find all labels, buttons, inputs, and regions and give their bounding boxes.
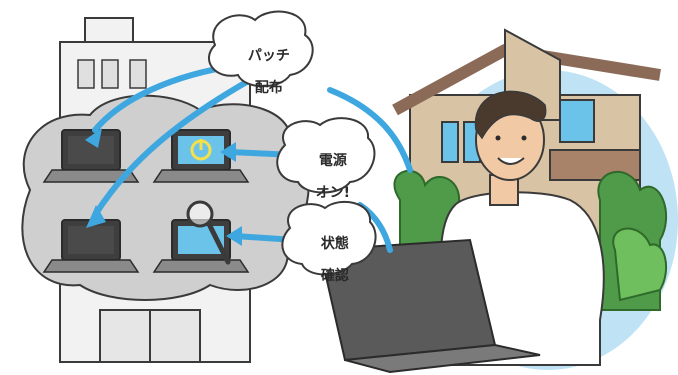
bubble-status-line1: 状態 <box>320 236 349 252</box>
data-arrows <box>92 62 413 253</box>
laptop-top-right <box>152 129 250 183</box>
bubble-patch-text: パッチ 配布 <box>236 32 292 96</box>
user-laptop <box>318 238 541 374</box>
bubble-patch-line1: パッチ <box>247 48 290 64</box>
arrow-heads <box>85 128 242 246</box>
bubble-power-text: 電源 オン! <box>300 137 356 201</box>
bubble-status-text: 状態 確認 <box>302 220 358 284</box>
laptop-top-left <box>42 129 140 183</box>
bubble-patch-line2: 配布 <box>254 80 283 96</box>
bubble-patch <box>208 10 314 88</box>
bubble-power-line2: オン! <box>315 185 351 201</box>
bubble-status <box>281 200 377 276</box>
magnifier-icon <box>186 200 231 265</box>
bubble-power-line1: 電源 <box>318 153 347 169</box>
bubble-status-line2: 確認 <box>320 268 349 284</box>
laptop-bottom-left <box>42 219 140 273</box>
bubble-power <box>276 117 376 194</box>
